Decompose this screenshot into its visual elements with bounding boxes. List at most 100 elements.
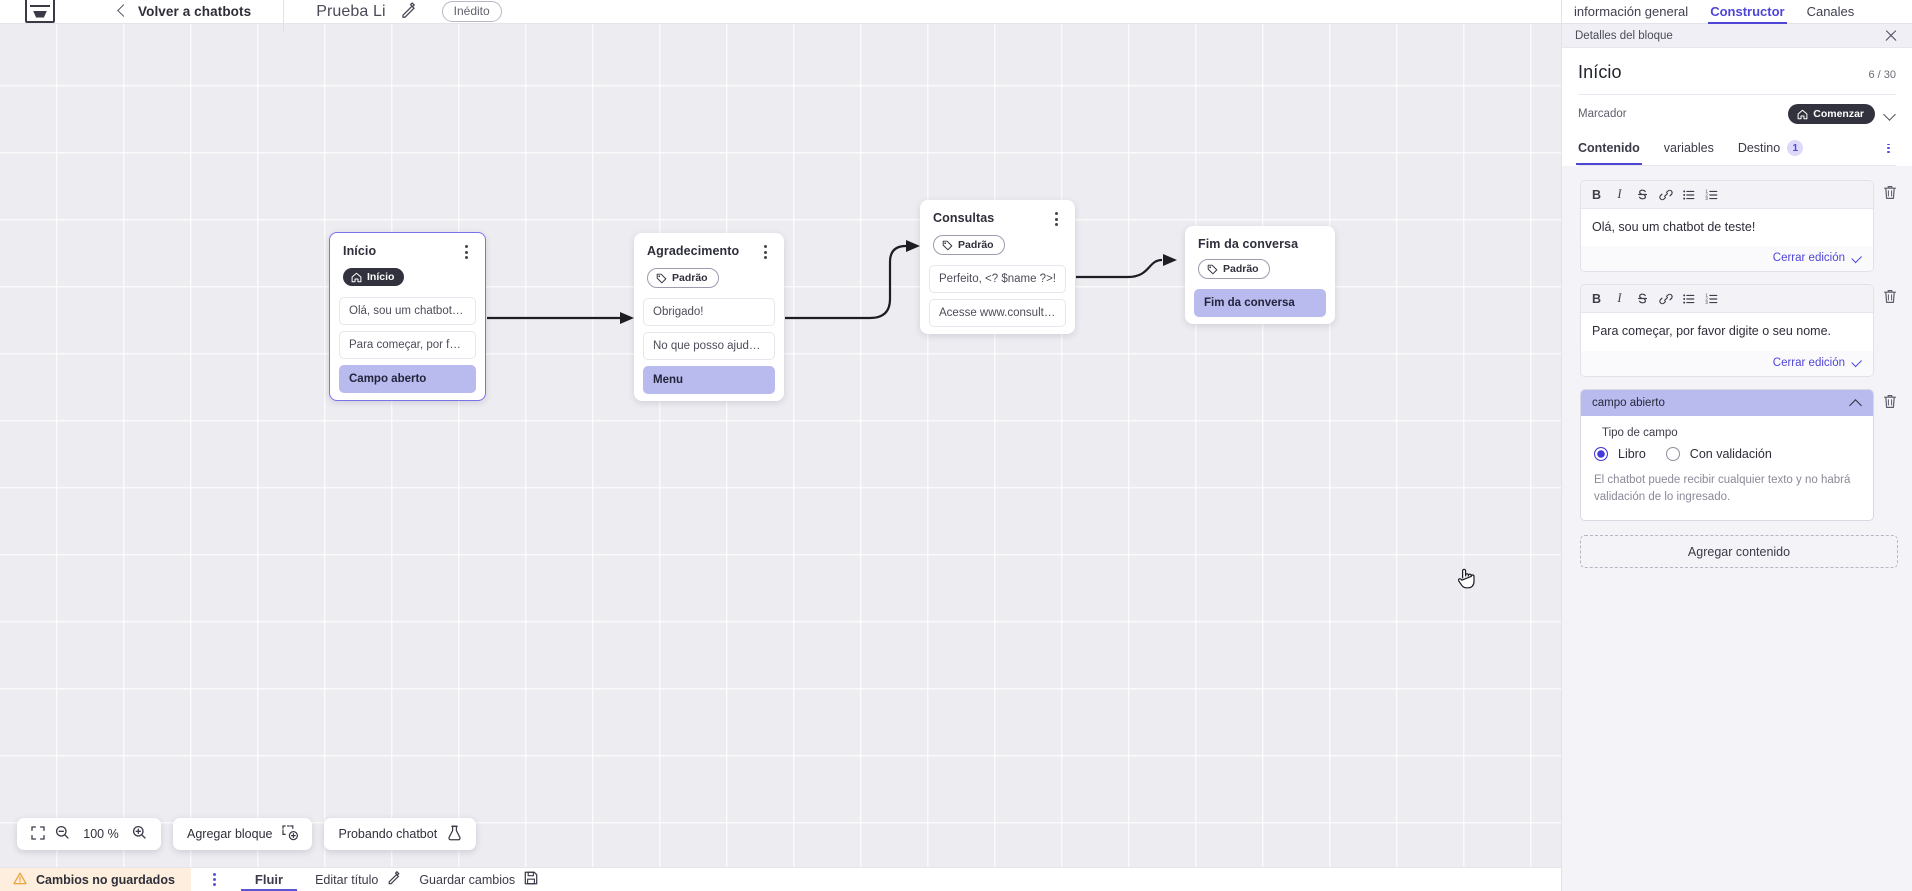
node-chip[interactable]: No que posso ajudar, <? $name ... (643, 331, 775, 360)
tab-fluir[interactable]: Fluir (240, 868, 298, 891)
pencil-icon[interactable] (400, 1, 416, 20)
test-chatbot-label: Probando chatbot (338, 827, 438, 841)
kebab-menu-icon[interactable] (1049, 211, 1063, 227)
trash-icon[interactable] (1882, 288, 1898, 306)
flow-node-fim-da-conversa[interactable]: Fim da conversa Padrão Fim da conversa (1185, 226, 1335, 324)
flow-node-inicio[interactable]: Início Início Olá, sou um chatbot de tes… (329, 232, 486, 401)
save-changes-button[interactable]: Guardar cambios (419, 871, 538, 888)
trash-icon[interactable] (1882, 184, 1898, 202)
radio-con-validacion-label: Con validación (1689, 446, 1772, 461)
marker-label: Marcador (1578, 108, 1627, 120)
node-chip[interactable]: Para começar, por favor digite o ... (339, 330, 476, 359)
chevron-down-icon[interactable] (1884, 108, 1896, 120)
open-field-card[interactable]: campo abierto Tipo de campo Libro Con va… (1580, 388, 1874, 522)
node-tag-label: Início (367, 271, 395, 283)
radio-con-validacion[interactable] (1665, 446, 1680, 461)
link-icon[interactable] (1654, 289, 1677, 308)
panel-header-section: Início 6 / 30 Marcador Comenzar Contenid… (1562, 48, 1912, 166)
italic-icon[interactable]: I (1617, 187, 1622, 201)
test-chatbot-button[interactable]: Probando chatbot (324, 818, 477, 850)
node-chip[interactable]: Acesse www.consultas.com par... (929, 298, 1066, 327)
chevron-up-icon[interactable] (1850, 397, 1862, 409)
close-edit-button[interactable]: Cerrar edición (1581, 350, 1873, 376)
open-field-header-label: campo abierto (1592, 396, 1665, 409)
check-icon (1851, 357, 1862, 368)
node-chip[interactable]: Campo aberto (339, 364, 476, 393)
tab-constructor[interactable]: Constructor (1708, 4, 1787, 24)
back-to-chatbots-link[interactable]: Volver a chatbots (138, 4, 252, 19)
add-block-button[interactable]: Agregar bloque (173, 818, 313, 850)
node-body: Fim da conversa (1185, 280, 1335, 317)
close-edit-button[interactable]: Cerrar edición (1581, 246, 1873, 272)
tab-variables[interactable]: variables (1664, 141, 1714, 164)
bullet-list-icon[interactable] (1677, 289, 1700, 308)
close-icon[interactable] (1884, 29, 1898, 43)
node-tag-label: Padrão (1223, 263, 1259, 275)
chevron-left-icon[interactable] (115, 5, 129, 19)
zoom-out-icon[interactable] (55, 825, 70, 843)
svg-text:1: 1 (1705, 188, 1708, 193)
strikethrough-icon[interactable] (1631, 289, 1654, 308)
svg-text:2: 2 (1705, 296, 1708, 301)
strikethrough-icon[interactable] (1631, 185, 1654, 204)
italic-icon[interactable]: I (1617, 291, 1622, 306)
svg-text:3: 3 (1705, 300, 1708, 305)
tab-informacion-general[interactable]: información general (1574, 4, 1689, 19)
tab-contenido[interactable]: Contenido (1576, 141, 1642, 165)
marker-control: Comenzar (1788, 104, 1896, 124)
fit-screen-icon[interactable] (31, 825, 45, 843)
flask-icon (447, 825, 462, 844)
open-field-header[interactable]: campo abierto (1581, 389, 1873, 416)
marker-value-label: Comenzar (1813, 108, 1864, 120)
radio-libro[interactable] (1594, 446, 1608, 461)
kebab-menu-icon[interactable] (207, 873, 223, 886)
node-chip[interactable]: Olá, sou um chatbot de teste! (339, 296, 476, 325)
page-title: Início (1578, 62, 1622, 82)
link-icon[interactable] (1654, 185, 1677, 204)
node-body: Obrigado! No que posso ajudar, <? $name … (634, 289, 784, 394)
editor-text[interactable]: Olá, sou um chatbot de teste! (1581, 209, 1873, 247)
flow-canvas[interactable]: Início Início Olá, sou um chatbot de tes… (0, 24, 1561, 867)
bold-icon[interactable]: B (1591, 291, 1602, 306)
trash-icon[interactable] (1882, 393, 1898, 411)
node-tag: Padrão (647, 268, 719, 288)
tab-destino[interactable]: Destino 1 (1738, 140, 1804, 165)
flow-node-agradecimento[interactable]: Agradecimento Padrão Obrigado! No que po… (634, 233, 784, 401)
add-block-label: Agregar bloque (187, 827, 273, 841)
tag-icon (942, 240, 953, 250)
node-chip[interactable]: Fim da conversa (1194, 288, 1326, 317)
zoom-in-icon[interactable] (132, 825, 147, 843)
radio-libro-label: Libro (1618, 446, 1646, 461)
home-icon (1797, 109, 1808, 119)
node-title: Consultas (933, 211, 995, 225)
tab-canales[interactable]: Canales (1806, 4, 1855, 19)
flow-node-consultas[interactable]: Consultas Padrão Perfeito, <? $name ?>! … (920, 200, 1075, 334)
bullet-list-icon[interactable] (1677, 185, 1700, 204)
canvas-toolbar: 100 % Agregar bloque Probando chatbot (17, 818, 477, 850)
marker-value-badge[interactable]: Comenzar (1788, 104, 1875, 124)
editor-text[interactable]: Para começar, por favor digite o seu nom… (1581, 313, 1873, 351)
kebab-menu-icon[interactable] (758, 244, 772, 260)
home-icon (351, 272, 362, 282)
node-title: Início (343, 244, 377, 258)
zoom-level: 100 % (83, 827, 119, 841)
kebab-menu-icon[interactable] (1880, 143, 1896, 162)
char-counter: 6 / 30 (1868, 69, 1896, 81)
node-chip[interactable]: Menu (643, 365, 775, 394)
node-chip[interactable]: Perfeito, <? $name ?>! (929, 264, 1066, 293)
node-chip[interactable]: Obrigado! (643, 297, 775, 326)
edit-title-button[interactable]: Editar título (315, 870, 401, 888)
kebab-menu-icon[interactable] (459, 244, 473, 260)
bold-icon[interactable]: B (1591, 187, 1602, 202)
field-help-text: El chatbot puede recibir cualquier texto… (1594, 473, 1851, 503)
node-tag: Padrão (1198, 259, 1270, 279)
add-content-button[interactable]: Agregar contenido (1580, 535, 1898, 569)
panel-top-tabs: información general Constructor Canales (1562, 0, 1912, 24)
